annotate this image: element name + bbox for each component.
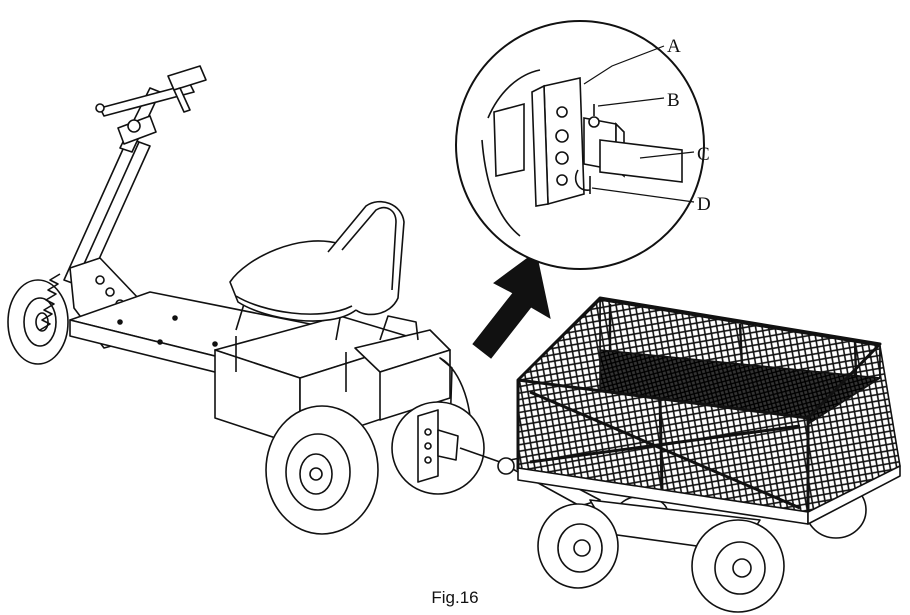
- front-wheel: [7, 279, 69, 365]
- figure-caption: Fig.16: [431, 588, 479, 607]
- callout-b: B: [667, 90, 680, 111]
- hitch-detail-circle: [391, 401, 501, 495]
- callout-a: A: [667, 36, 681, 57]
- cart-wheel-front-right: [691, 519, 785, 613]
- direction-arrow: [472, 251, 551, 359]
- handlebar: [95, 65, 207, 145]
- callout-c: C: [697, 144, 710, 165]
- seat: [229, 200, 405, 322]
- scooter: [7, 65, 501, 535]
- cart-top-rim: [516, 296, 882, 420]
- callout-leaders: [583, 45, 695, 203]
- callout-d: D: [697, 194, 711, 215]
- front-spring: [39, 273, 61, 331]
- cart-far-frame: [608, 304, 858, 377]
- detail-zoom-circle: [455, 20, 705, 270]
- cart-wheel-front-left: [537, 503, 619, 589]
- cart-base-rail-right: [807, 465, 901, 525]
- cart: [497, 296, 901, 613]
- rear-wheel-left: [265, 405, 379, 535]
